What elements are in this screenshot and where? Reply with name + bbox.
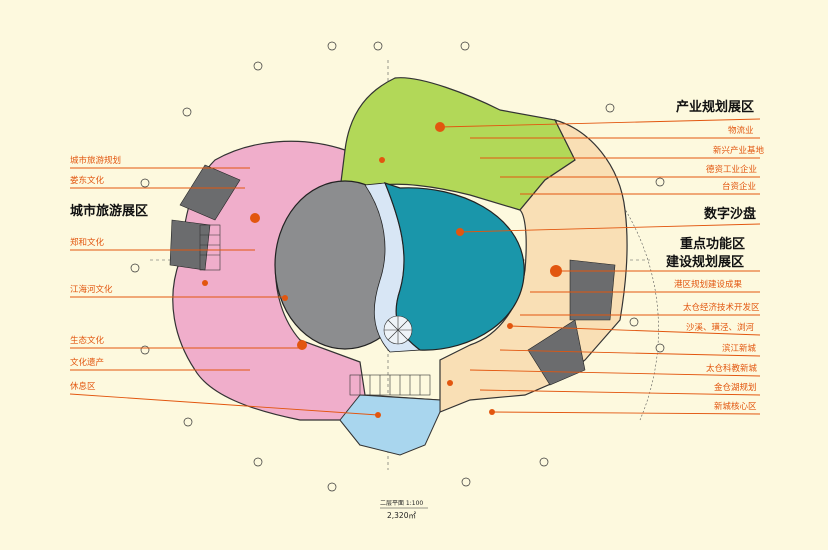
industry-labels: 产业规划展区 物流业 新兴产业基地 德资工业企业 台资企业	[439, 99, 765, 195]
tourism-item-3: 江海河文化	[70, 284, 113, 295]
tourism-item-0: 城市旅游规划	[70, 155, 121, 166]
industry-item-2: 德资工业企业	[706, 164, 757, 175]
tourism-item-4: 生态文化	[70, 335, 105, 346]
staircases	[199, 224, 431, 396]
tourism-labels: 城市旅游规划 娄东文化 城市旅游展区 郑和文化 江海河文化 生态文化 文化遗产 …	[69, 155, 379, 416]
key-areas-heading-1: 重点功能区	[680, 236, 745, 252]
key-areas-labels: 重点功能区 建设规划展区 港区规划建设成果 太仓经济技术开发区 沙溪、璜泾、浏河…	[469, 236, 761, 415]
plan-title: 二层平面 1:100	[380, 500, 423, 507]
key-item-5: 金仓湖规划	[714, 382, 757, 393]
sandtable-heading: 数字沙盘	[704, 206, 756, 222]
key-item-3: 滨江新城	[722, 343, 757, 354]
key-areas-heading-2: 建设规划展区	[666, 254, 744, 270]
tourism-item-6: 休息区	[70, 381, 96, 392]
industry-item-3: 台资企业	[722, 181, 756, 192]
exhibit-markers	[202, 122, 562, 418]
key-item-2: 沙溪、璜泾、浏河	[686, 322, 755, 333]
tourism-item-2: 郑和文化	[70, 237, 105, 248]
spiral-stair	[383, 315, 413, 345]
industry-item-1: 新兴产业基地	[713, 145, 765, 156]
sandtable-disc	[383, 182, 525, 351]
key-item-0: 港区规划建设成果	[674, 279, 743, 290]
key-item-1: 太仓经济技术开发区	[683, 302, 760, 313]
rest-zone	[339, 394, 441, 456]
key-item-6: 新城核心区	[714, 401, 757, 412]
tourism-heading: 城市旅游展区	[70, 203, 148, 219]
key-areas-zone	[439, 119, 628, 413]
tourism-item-1: 娄东文化	[70, 175, 105, 186]
industry-heading: 产业规划展区	[676, 99, 754, 115]
plan-caption: 二层平面 1:100 2,320㎡	[380, 500, 428, 520]
key-item-4: 太仓科教新城	[706, 363, 758, 374]
axis-bubbles	[130, 41, 665, 492]
plan-area: 2,320㎡	[387, 511, 416, 520]
tourism-item-5: 文化遗产	[70, 357, 104, 368]
industry-item-0: 物流业	[728, 125, 754, 136]
